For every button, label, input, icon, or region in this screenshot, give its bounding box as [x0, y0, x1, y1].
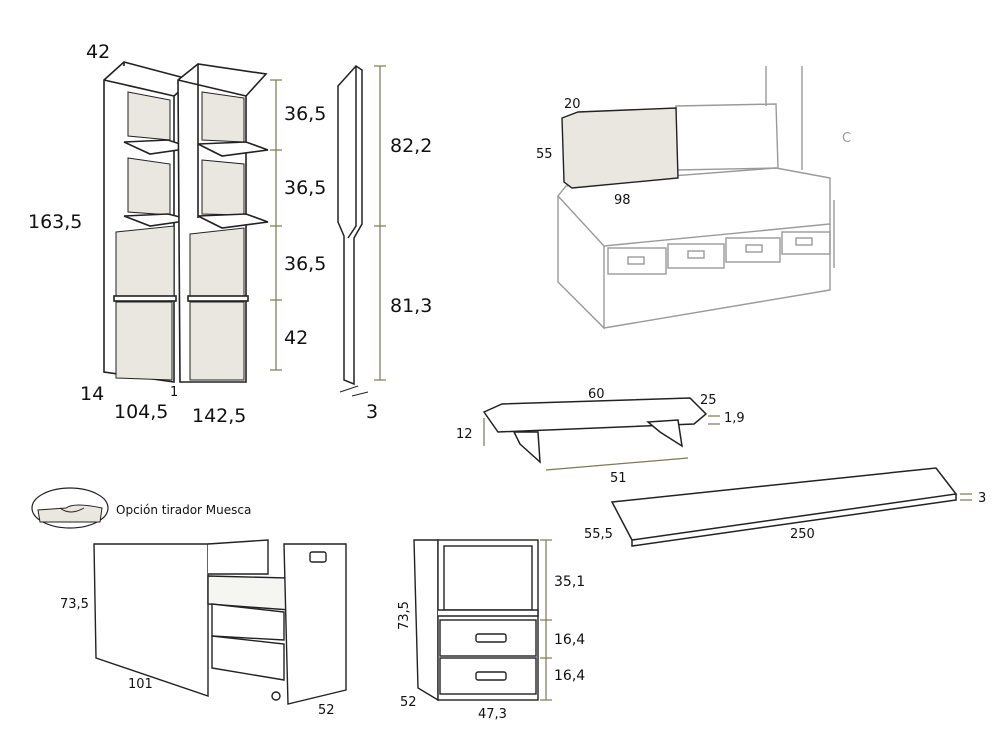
side-panel-thickness-label: 3	[366, 401, 378, 423]
shelving-unit	[103, 61, 282, 383]
sofa-drawer-3	[725, 237, 781, 263]
shelving-spacing-1-label: 36,5	[284, 103, 326, 125]
shelving-gap-label: 1	[170, 385, 178, 400]
desk-top-thickness-label: 3	[978, 491, 986, 506]
side-panel	[337, 65, 386, 397]
cabinet-drawer-2-label: 16,4	[554, 668, 585, 684]
cabinet	[413, 539, 552, 702]
shelving-left-shelf-3	[113, 295, 177, 302]
pedestal	[93, 539, 347, 705]
desk-top-depth-label: 55,5	[584, 527, 613, 542]
cabinet-open-compartment	[443, 545, 533, 611]
shelving-total-height-label: 163,5	[28, 211, 82, 233]
tray	[482, 397, 720, 471]
cabinet-open-height-label: 35,1	[554, 574, 585, 590]
sofa-cushion	[561, 107, 679, 189]
tray-thickness-label: 1,9	[724, 411, 745, 426]
desk-top-length-label: 250	[790, 527, 815, 542]
shelving-right-back-panel-mid	[201, 159, 245, 216]
desk-top	[610, 467, 972, 547]
shelving-left-back-panel-bottom	[115, 301, 173, 381]
shelving-left-back-panel-low	[115, 225, 175, 299]
shelving-right-back-panel-bottom	[189, 301, 245, 381]
shelving-left-back-panel-mid	[127, 157, 171, 216]
pedestal-depth-label: 52	[318, 703, 335, 718]
tray-depth-label: 25	[700, 393, 717, 408]
sofa-letter-label: C	[842, 131, 851, 146]
sofa-cushion-depth-label: 20	[564, 97, 581, 112]
sofa-drawer-2	[667, 243, 725, 269]
shelving-right-back-panel-top	[201, 91, 245, 143]
pedestal-length-label: 101	[128, 677, 153, 692]
shelving-bottom-depth-label: 14	[80, 383, 104, 405]
shelving-left-back-panel-top	[127, 91, 171, 141]
sofa-bed	[557, 66, 835, 330]
cabinet-width-label: 47,3	[478, 707, 507, 722]
shelving-right-shelf-1	[197, 141, 269, 157]
cabinet-drawer-1-label: 16,4	[554, 632, 585, 648]
cabinet-height-label: 73,5	[397, 601, 412, 630]
side-panel-upper-height-label: 82,2	[390, 135, 432, 157]
shelving-spacing-3-label: 36,5	[284, 253, 326, 275]
shelving-top-depth-label: 42	[86, 41, 110, 63]
pedestal-height-label: 73,5	[60, 597, 89, 612]
sofa-cushion-height-label: 55	[536, 147, 553, 162]
shelving-width-left-label: 104,5	[114, 401, 168, 423]
sofa-width-label: 98	[614, 193, 631, 208]
handle-option-caption: Opción tirador Muesca	[116, 503, 251, 517]
shelving-spacing-2-label: 36,5	[284, 177, 326, 199]
handle-option-detail	[31, 487, 109, 529]
pedestal-handle	[309, 551, 327, 563]
tray-length-label: 60	[588, 387, 605, 402]
side-panel-lower-height-label: 81,3	[390, 295, 432, 317]
cabinet-drawer-1	[439, 619, 537, 657]
tray-height-label: 12	[456, 427, 473, 442]
shelving-right-back-panel-low	[189, 227, 245, 299]
sofa-drawer-1	[607, 247, 667, 275]
cabinet-depth-label: 52	[400, 695, 417, 710]
shelving-right-shelf-2	[197, 213, 269, 229]
shelving-spacing-4-label: 42	[284, 327, 308, 349]
shelving-width-right-label: 142,5	[192, 405, 246, 427]
tray-inner-width-label: 51	[610, 471, 627, 486]
sofa-drawer-4	[781, 231, 831, 255]
shelving-right-shelf-3	[187, 295, 249, 302]
